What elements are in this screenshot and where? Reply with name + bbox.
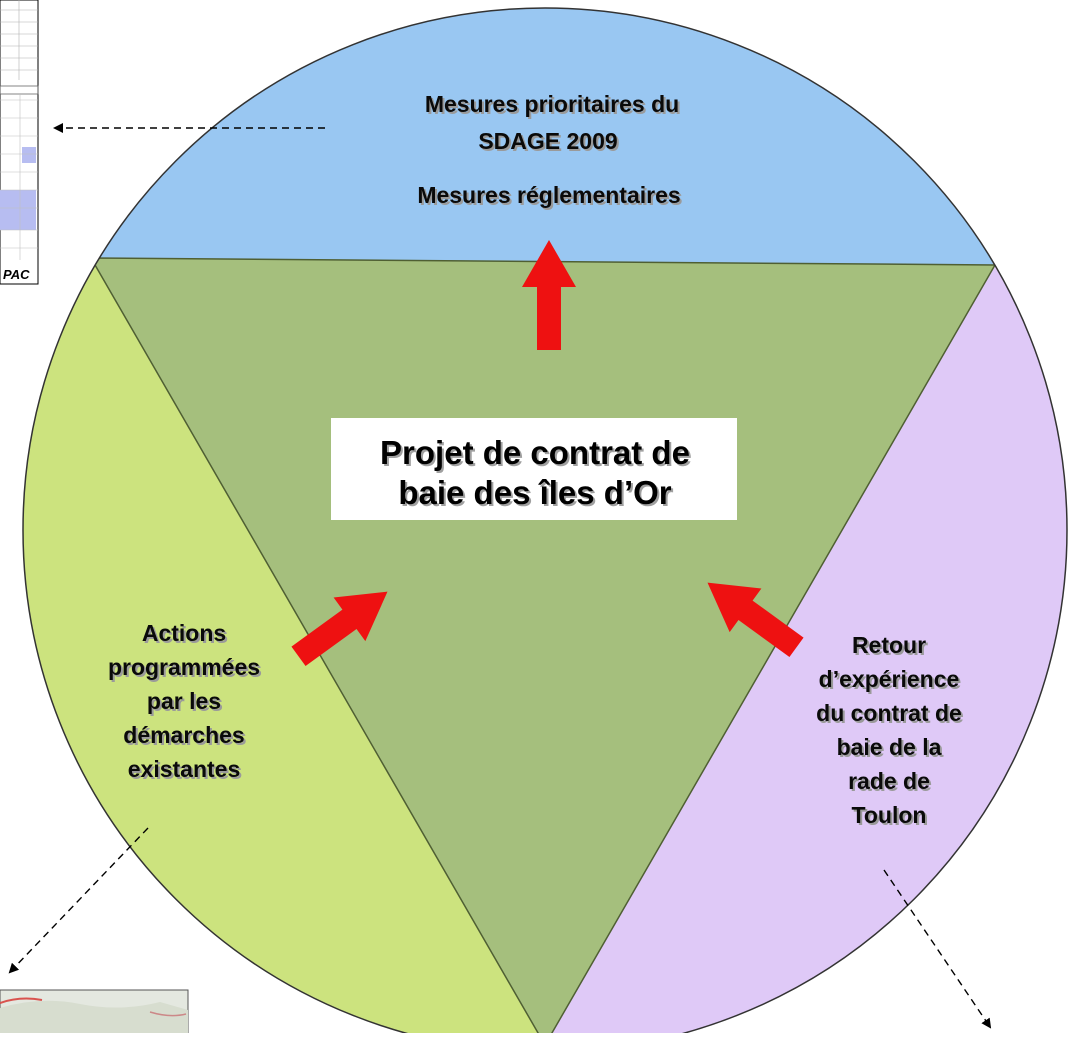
top-label-line-2: SDAGE 2009 [478,128,617,154]
svg-text:baie de la: baie de la [839,736,944,762]
top-label-line-1: Mesures prioritaires du [425,91,679,117]
svg-text:démarches: démarches [125,724,246,750]
arrow-from-left [291,591,388,667]
right-label-line-6: Toulon [852,802,927,828]
svg-text:Mesures prioritaires du: Mesures prioritaires du [427,93,681,119]
right-label-line-2: d’expérience [819,666,960,692]
top-label-line-3: Mesures réglementaires [417,182,680,208]
left-segment [23,258,545,1038]
top-segment-text: Mesures prioritaires du Mesures priorita… [417,91,682,210]
left-label-line-5: existantes [128,756,241,782]
svg-text:Actions: Actions [144,622,228,648]
right-segment-text: Retour Retour d’expérience d’expérience … [816,632,964,830]
inset-map-thumbnail [0,989,189,1034]
svg-text:rade de: rade de [850,770,932,796]
arrow-from-right [707,582,804,658]
pointer-to-map [8,827,149,974]
svg-text:baie des îles d’Or: baie des îles d’Or [400,476,673,513]
outer-circle [22,7,1068,1038]
arrow-down [522,240,576,350]
right-segment [545,265,1067,1038]
svg-text:du contrat de: du contrat de [818,702,964,728]
left-label-line-4: démarches [123,722,244,748]
svg-text:programmées: programmées [110,656,262,682]
svg-text:Projet de contrat de: Projet de contrat de [382,436,692,473]
left-segment-text: Actions Actions programmées programmées … [108,620,262,784]
svg-text:par les: par les [149,690,223,716]
inset-table-thumbnail: PAC [0,0,39,285]
left-label-line-3: par les [147,688,221,714]
center-title-line-1: Projet de contrat de [380,434,690,471]
right-label-line-5: rade de [848,768,930,794]
svg-text:d’expérience: d’expérience [821,668,962,694]
inset-table-label: PAC [3,267,30,282]
pointer-to-right-doc [883,869,992,1029]
svg-text:SDAGE 2009: SDAGE 2009 [480,130,619,156]
svg-text:Mesures réglementaires: Mesures réglementaires [419,184,682,210]
svg-text:Toulon: Toulon [854,804,929,830]
red-arrows [291,240,804,667]
svg-text:Retour: Retour [854,634,928,660]
left-label-line-1: Actions [142,620,226,646]
left-label-line-2: programmées [108,654,260,680]
right-label-line-4: baie de la [837,734,942,760]
center-box-text: Projet de contrat de Projet de contrat d… [380,434,692,513]
right-label-line-3: du contrat de [816,700,962,726]
right-label-line-1: Retour [852,632,926,658]
svg-text:existantes: existantes [130,758,243,784]
center-title-line-2: baie des îles d’Or [398,474,671,511]
center-box [331,418,737,520]
dashed-pointers [8,123,992,1029]
